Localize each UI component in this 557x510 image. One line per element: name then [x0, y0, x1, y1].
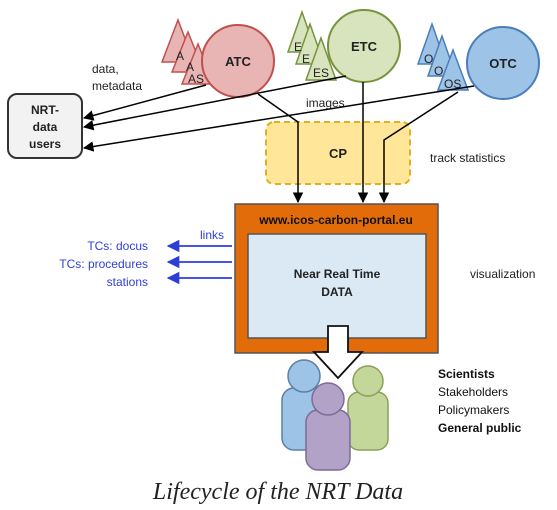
etc-station-1: E: [294, 40, 302, 54]
audience-scientists: Scientists: [438, 367, 495, 381]
figure-caption: Lifecycle of the NRT Data: [152, 479, 403, 505]
track-statistics-label: track statistics: [430, 151, 505, 165]
etc-stations: E E ES: [286, 9, 338, 81]
otc-station-2: O: [434, 64, 443, 78]
portal-url[interactable]: www.icos-carbon-portal.eu: [258, 213, 413, 227]
otc-station-3: OS: [444, 77, 461, 91]
cp-box: [265, 121, 411, 185]
etc-label: ETC: [351, 39, 378, 54]
images-label: images: [306, 96, 345, 110]
arrow-etc-to-users: [82, 75, 347, 131]
otc-stations: O O OS: [416, 21, 470, 91]
nrt-users-line3: users: [29, 137, 61, 151]
etc-station-3: ES: [313, 66, 329, 80]
nrt-data-line1: Near Real Time: [294, 267, 381, 281]
visualization-label: visualization: [470, 267, 535, 281]
data-label: data,: [92, 62, 119, 76]
audience-policymakers: Policymakers: [438, 403, 509, 417]
arrow-otc-to-portal: [378, 91, 459, 204]
arrow-otc-to-users: [82, 85, 475, 152]
portal-inner: [247, 233, 427, 339]
audience-general-public: General public: [438, 421, 522, 435]
nrt-users-line1: NRT-: [31, 103, 59, 117]
otc-label: OTC: [489, 56, 517, 71]
atc-station-2: A: [186, 60, 194, 74]
atc-station-3: AS: [188, 72, 204, 86]
arrow-atc-to-portal: [257, 93, 304, 204]
nrt-users-box: [7, 93, 83, 159]
cp-label: CP: [329, 146, 347, 161]
links-label: links: [200, 228, 224, 242]
otc-circle: [466, 26, 540, 100]
nrt-data-line2: DATA: [321, 285, 353, 299]
link-stations[interactable]: stations: [107, 275, 148, 289]
audience-stakeholders: Stakeholders: [438, 385, 508, 399]
metadata-label: metadata: [92, 79, 142, 93]
nrt-users-line2: data: [33, 120, 58, 134]
people-group-icon: [281, 359, 389, 471]
down-arrow-to-people: [311, 325, 365, 380]
arrow-atc-to-users: [82, 84, 207, 121]
otc-station-1: O: [424, 52, 433, 66]
link-tcs-procedures[interactable]: TCs: procedures: [59, 257, 148, 271]
etc-station-2: E: [302, 52, 310, 66]
etc-circle: [327, 9, 401, 83]
atc-station-1: A: [176, 49, 184, 63]
link-tcs-docus[interactable]: TCs: docus: [87, 239, 148, 253]
atc-label: ATC: [225, 54, 251, 69]
